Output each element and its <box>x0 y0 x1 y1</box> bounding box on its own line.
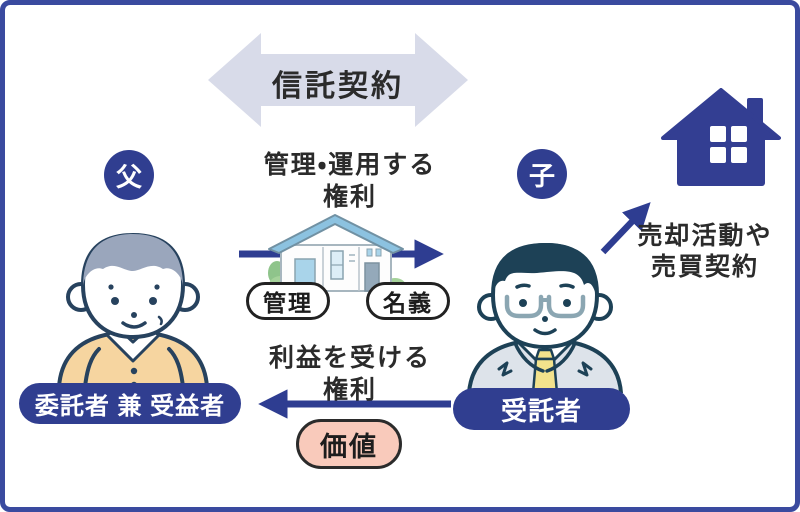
sale-note-line1: 売却活動や <box>637 222 773 250</box>
benefit-right-line1: 利益を受ける <box>268 344 431 372</box>
manage-tag: 管理 <box>246 282 330 320</box>
value-tag: 価値 <box>296 419 402 469</box>
trustee-label: 受託者 <box>453 388 630 430</box>
benefit-right-text: 利益を受ける 権利 <box>240 342 460 406</box>
manage-right-text: 管理・運用する 権利 <box>230 149 470 213</box>
father-badge: 父 <box>104 150 154 200</box>
manage-right-line2: 権利 <box>322 183 377 211</box>
trust-contract-title: 信託契約 <box>272 70 404 103</box>
sale-note-text: 売却活動や 売買契約 <box>608 221 795 283</box>
settlor-beneficiary-label: 委託者 兼 受益者 <box>19 383 241 424</box>
child-illustration <box>467 242 623 393</box>
house-icon <box>661 88 781 186</box>
sale-note-line2: 売買契約 <box>650 253 759 281</box>
name-title-tag: 名義 <box>366 282 450 320</box>
manage-right-line1: 管理・運用する <box>263 151 437 179</box>
double-headed-arrow-icon <box>208 33 468 127</box>
child-badge: 子 <box>517 149 567 199</box>
benefit-right-line2: 権利 <box>322 376 377 404</box>
father-illustration <box>57 232 209 387</box>
